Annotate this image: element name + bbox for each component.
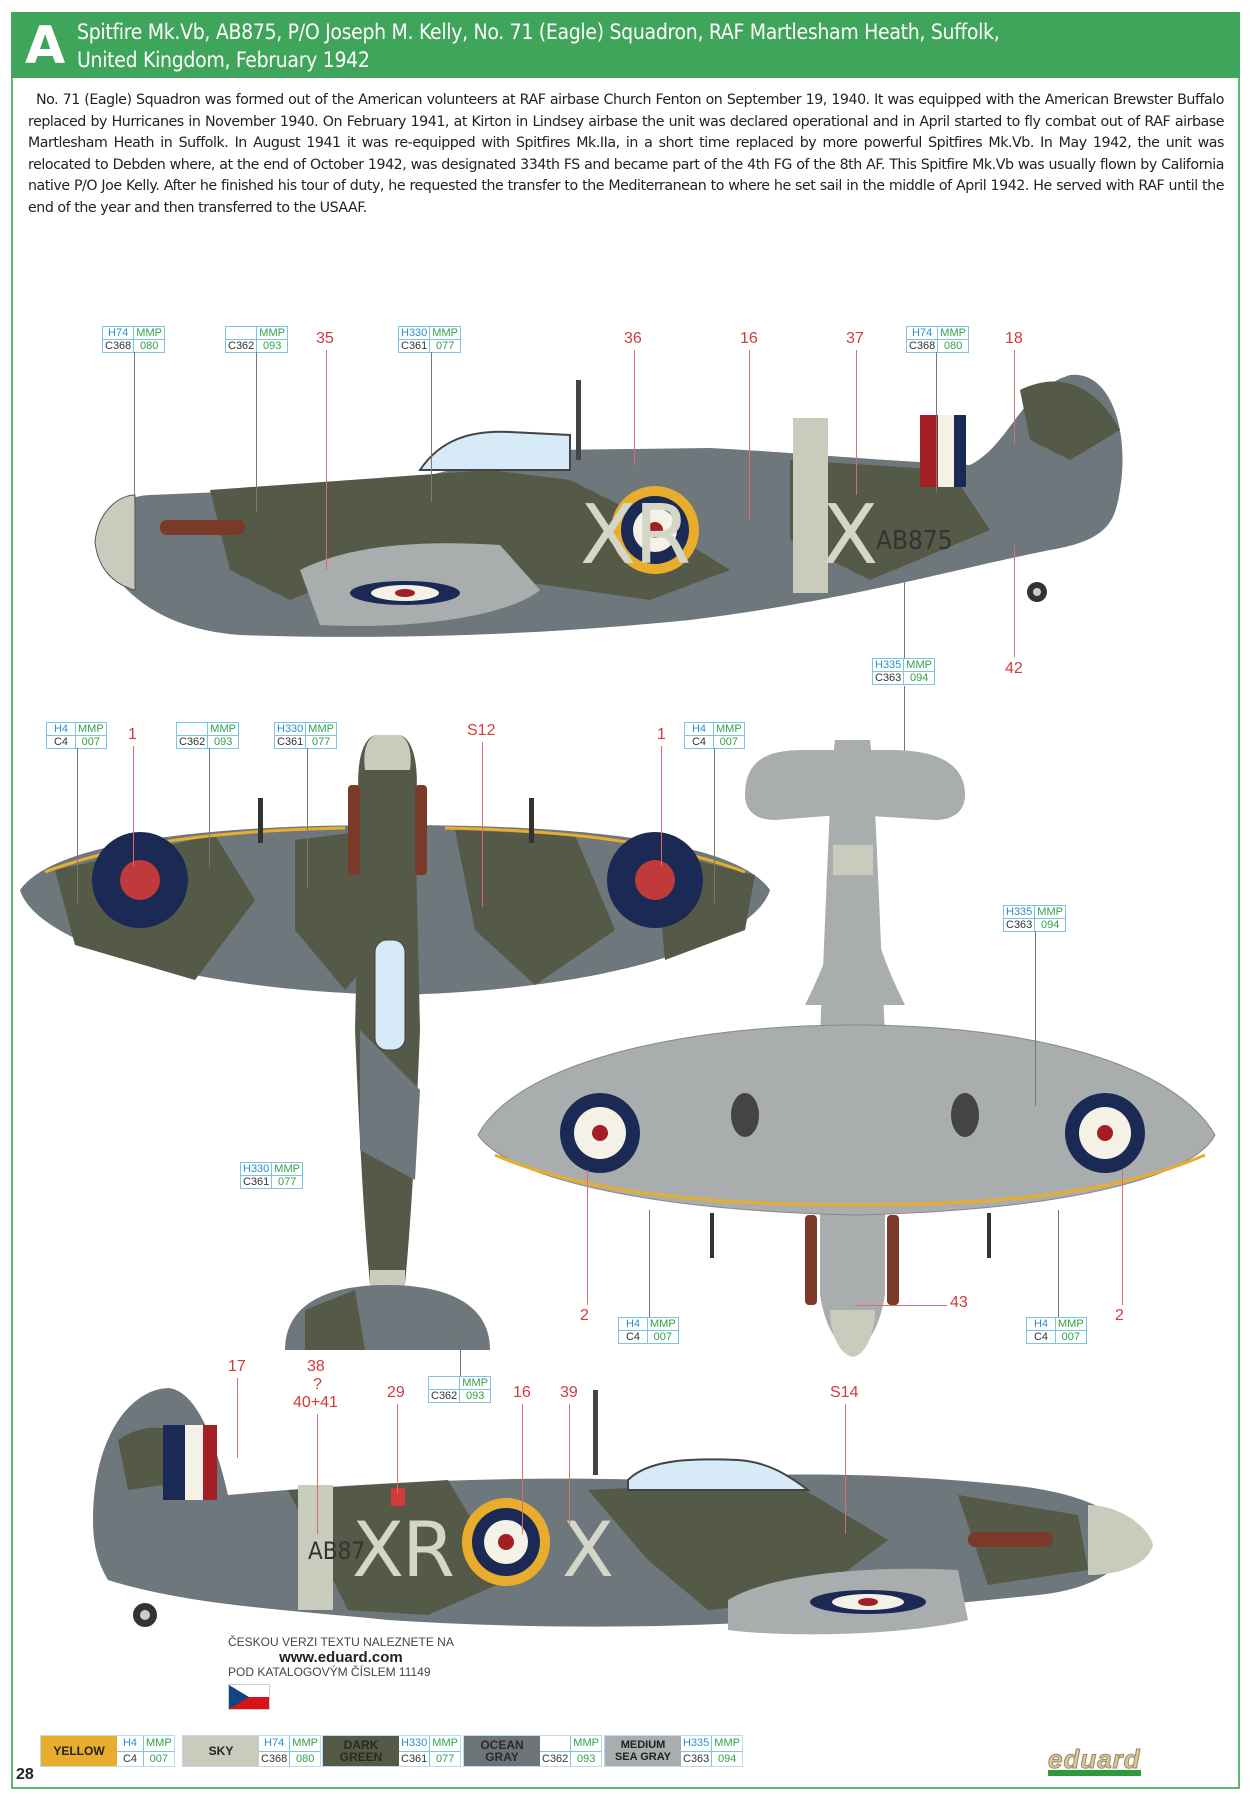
left-serial: AB875 xyxy=(876,526,953,556)
left-code-x: X xyxy=(822,488,879,583)
decal-number: 36 xyxy=(624,330,642,347)
leader-line xyxy=(1122,1170,1123,1305)
decal-number: ? xyxy=(313,1376,322,1393)
right-code-x: X xyxy=(562,1505,615,1594)
leader-line xyxy=(649,1210,650,1317)
leader-line xyxy=(307,748,308,888)
page-number: 28 xyxy=(16,1766,34,1783)
leader-line xyxy=(482,742,483,907)
left-code-xr: XR xyxy=(580,488,691,583)
decal-number: 35 xyxy=(316,330,334,347)
czech-version-note: ČESKOU VERZI TEXTU NALEZNETE NA www.edua… xyxy=(228,1635,454,1710)
profile-header: A Spitfire Mk.Vb, AB875, P/O Joseph M. K… xyxy=(11,12,1240,78)
leader-line xyxy=(569,1404,570,1524)
left-profile-illustration xyxy=(94,374,1123,637)
leader-line xyxy=(634,350,635,465)
leader-line xyxy=(936,352,937,492)
decal-number: 2 xyxy=(1115,1307,1124,1324)
decal-number: 42 xyxy=(1005,660,1023,677)
leader-line xyxy=(1058,1210,1059,1317)
eduard-url[interactable]: www.eduard.com xyxy=(279,1649,403,1666)
leader-line xyxy=(1035,931,1036,1106)
leader-line xyxy=(317,1414,318,1534)
decal-number: S14 xyxy=(830,1384,859,1401)
leader-line xyxy=(237,1378,238,1458)
decal-number: 16 xyxy=(740,330,758,347)
decal-number: 17 xyxy=(228,1358,246,1375)
decal-number: 38 xyxy=(307,1358,325,1375)
leader-line xyxy=(714,748,715,903)
underside-plan-illustration xyxy=(477,740,1216,1357)
leader-line xyxy=(749,350,750,520)
decal-number: 40+41 xyxy=(293,1394,338,1411)
leader-line xyxy=(133,746,134,866)
history-description: No. 71 (Eagle) Squadron was formed out o… xyxy=(28,92,1224,216)
decal-number: S12 xyxy=(467,722,496,739)
czech-flag-icon xyxy=(228,1684,270,1710)
leader-line xyxy=(904,686,905,756)
leader-line xyxy=(397,1404,398,1494)
leader-line xyxy=(431,352,432,502)
decal-number: 1 xyxy=(128,726,137,743)
profile-title: Spitfire Mk.Vb, AB875, P/O Joseph M. Kel… xyxy=(77,20,1000,72)
decal-number: 1 xyxy=(657,726,666,743)
leader-line xyxy=(522,1404,523,1534)
right-serial: AB87 xyxy=(308,1537,366,1565)
decal-number: 29 xyxy=(387,1384,405,1401)
leader-line xyxy=(845,1404,846,1534)
leader-line xyxy=(209,748,210,868)
eduard-logo: eduard xyxy=(1048,1744,1141,1776)
right-code-xr: XR xyxy=(352,1505,455,1594)
top-plan-illustration xyxy=(20,735,770,1350)
decal-number: 18 xyxy=(1005,330,1023,347)
leader-line xyxy=(256,352,257,512)
leader-line xyxy=(326,350,327,570)
leader-line xyxy=(1014,545,1015,657)
leader-line xyxy=(855,1305,947,1306)
decal-number: 43 xyxy=(950,1294,968,1311)
leader-line xyxy=(77,748,78,903)
decal-number: 37 xyxy=(846,330,864,347)
leader-line xyxy=(904,580,905,658)
right-profile-illustration xyxy=(93,1388,1153,1635)
leader-line xyxy=(856,350,857,495)
leader-line xyxy=(1014,350,1015,445)
decal-number: 2 xyxy=(580,1307,589,1324)
leader-line xyxy=(460,1330,461,1376)
leader-line xyxy=(134,352,135,502)
decal-number: 39 xyxy=(560,1384,578,1401)
leader-line xyxy=(661,746,662,866)
leader-line xyxy=(587,1170,588,1305)
profile-letter: A xyxy=(25,16,66,76)
decal-number: 16 xyxy=(513,1384,531,1401)
